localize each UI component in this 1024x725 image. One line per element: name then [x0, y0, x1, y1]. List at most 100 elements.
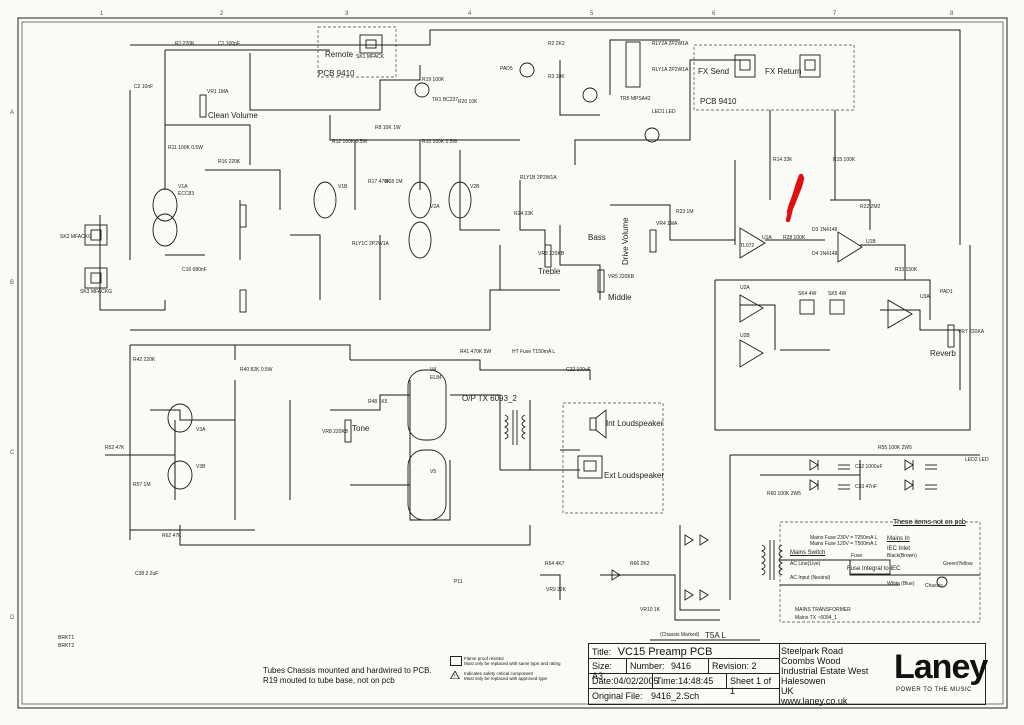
label-r15: R15 100K [833, 157, 856, 163]
chassis-marked-label: (Chassis Marked) [660, 632, 700, 638]
address-line-2: Coombs Wood [781, 656, 841, 666]
legend-flameproof-sub: Must only be replaced with same type and… [464, 661, 561, 666]
iec-inlet-label: IEC Inlet [887, 546, 911, 552]
label-r62: R62 47K [162, 533, 182, 539]
label-rly2a: RLY2A 2P2W1A [652, 41, 689, 47]
notes: Tubes Chassis mounted and hardwired to P… [263, 666, 443, 686]
frame-row-c: C [10, 450, 15, 456]
label-r11: R11 100K 0.5W [168, 145, 203, 151]
label-c38: C38 2.2uF [135, 571, 159, 577]
ext-speaker-label: Ext Loudspeaker [604, 471, 665, 480]
red-annotation-mark [785, 173, 805, 223]
label-u2a: U2A [740, 285, 750, 291]
label-tl072-u1a: TL072 [740, 243, 755, 249]
opamp-u1b [837, 231, 863, 263]
fuse-label: Fuse [851, 553, 863, 559]
components [84, 34, 955, 601]
address-line-1: Steelpark Road [781, 646, 844, 656]
label-tr1: TR1 BC237 [432, 97, 459, 103]
remote-label: Remote [325, 50, 354, 59]
label-c32: C33 47nF [855, 484, 877, 490]
label-sk3: SK3 MFACKG [80, 289, 112, 295]
label-vr5: VR5 220KB [608, 274, 635, 280]
tb-number-value: 9416 [671, 661, 692, 671]
tb-sheet-label: Sheet [730, 676, 754, 686]
frame-col-1: 1 [100, 11, 104, 17]
tb-revision-label: Revision: [712, 661, 750, 671]
frame-col-7: 7 [833, 11, 837, 17]
jack-fx-send [734, 54, 756, 78]
tube-el84-pair [407, 369, 447, 521]
int-speaker-label: Int Loudspeaker [606, 419, 664, 428]
relay-blocks [414, 41, 660, 143]
frame-col-5: 5 [590, 11, 594, 17]
output-transformer [503, 410, 527, 445]
ac-neutral-label: AC Input (Neutral) [790, 575, 831, 581]
label-vr7: VR7 220KA [958, 329, 985, 335]
fuse-integral-label: Fuse Integral to IEC [847, 566, 901, 572]
tb-of-value: 1 [730, 686, 736, 696]
middle-label: Middle [608, 293, 632, 302]
fx-send-label: FX Send [698, 67, 730, 76]
tb-file-row: Original File: 9416_2.Sch [589, 689, 779, 704]
label-c2: C2 10nF [134, 84, 154, 90]
note-line-1: Tubes Chassis mounted and hardwired to P… [263, 666, 432, 675]
tb-revision-value: 2 [751, 661, 757, 671]
opamp-u2b [739, 339, 764, 368]
mains-tx-number-label: Mains TX ~6094_1 [795, 615, 838, 621]
tb-of-label: of [763, 676, 772, 686]
mains-wiring [849, 559, 948, 588]
label-vr3: VR3 220KB [538, 251, 565, 257]
tb-time-label: Time: [656, 676, 679, 686]
output-tx-label: O/P TX 6093_2 [462, 394, 517, 403]
label-vr8: VR8 220KB [322, 429, 349, 435]
label-rly1a: RLY1A 2P2W1A [652, 67, 689, 73]
label-c22: C22 100uF [566, 367, 591, 373]
remote-pcb-label: PCB 9410 [318, 69, 355, 78]
tb-size-label: Size: [592, 661, 613, 671]
tb-size-row: Size: A3 Number: 9416 Revision: 2 [589, 659, 779, 681]
label-ecc83-v1: ECC83 [178, 191, 195, 197]
green-yellow-label: Green/Yellow [943, 561, 973, 567]
label-r52: R52 47K [105, 445, 125, 451]
ac-line-label: AC Line(Live) [790, 561, 821, 567]
label-d4: D4 1N4148 [812, 251, 838, 257]
label-r48: R48 1K5 [368, 399, 388, 405]
tube-v3-pair [167, 403, 193, 490]
laney-wordmark: Laney [894, 648, 988, 686]
frame-col-3: 3 [345, 11, 349, 17]
label-r16: R16 220K [218, 159, 241, 165]
t5a-label: T5A L [705, 631, 726, 640]
title-block: Title: VC15 Preamp PCB Size: A3 Number: … [588, 643, 988, 706]
label-r10: R10 100K 0.5W [422, 139, 458, 145]
treble-label: Treble [538, 267, 561, 276]
label-v3a: V3A [196, 427, 206, 433]
frame-row-a: A [10, 110, 15, 116]
address-line-4: Halesowen [781, 676, 826, 686]
label-pad5: PAD5 [500, 66, 513, 72]
address-line-5: UK [781, 686, 794, 696]
frame-row-d: D [10, 615, 15, 621]
laney-logo: Laney POWER TO THE MUSIC [894, 648, 988, 700]
wiring [99, 29, 980, 641]
label-c1: C1 100pF [218, 41, 240, 47]
label-u1a: U1A [762, 235, 772, 241]
frame-col-6: 6 [712, 11, 716, 17]
frame-col-8: 8 [950, 11, 954, 17]
drawing-frame [17, 17, 1008, 709]
clean-volume-label: Clean Volume [208, 111, 258, 120]
address-line-6: www.laney.co.uk [781, 696, 848, 706]
speaker-symbol [589, 409, 607, 439]
tb-date-row: Date:04/02/2005 Time:14:48:45 Sheet 1 of… [589, 674, 779, 696]
label-r2: R2 2K2 [548, 41, 565, 47]
label-r19: R19 100K [422, 77, 445, 83]
items-not-on-pcb-label: These items not on pcb [893, 519, 966, 526]
tb-title-value: VC15 Preamp PCB [617, 646, 713, 658]
tb-sheet-value: 1 [756, 676, 762, 686]
label-vr1: VR1 1MA [207, 89, 229, 95]
label-vr10: VR10 1K [640, 607, 661, 613]
label-r57: R57 1M [133, 482, 151, 488]
label-sk2: SK2 MFACKG [60, 234, 92, 240]
laney-tagline: POWER TO THE MUSIC [896, 687, 973, 693]
mains-fuse-note-2: Mains Fuse 120V = T500mA L [810, 541, 878, 547]
